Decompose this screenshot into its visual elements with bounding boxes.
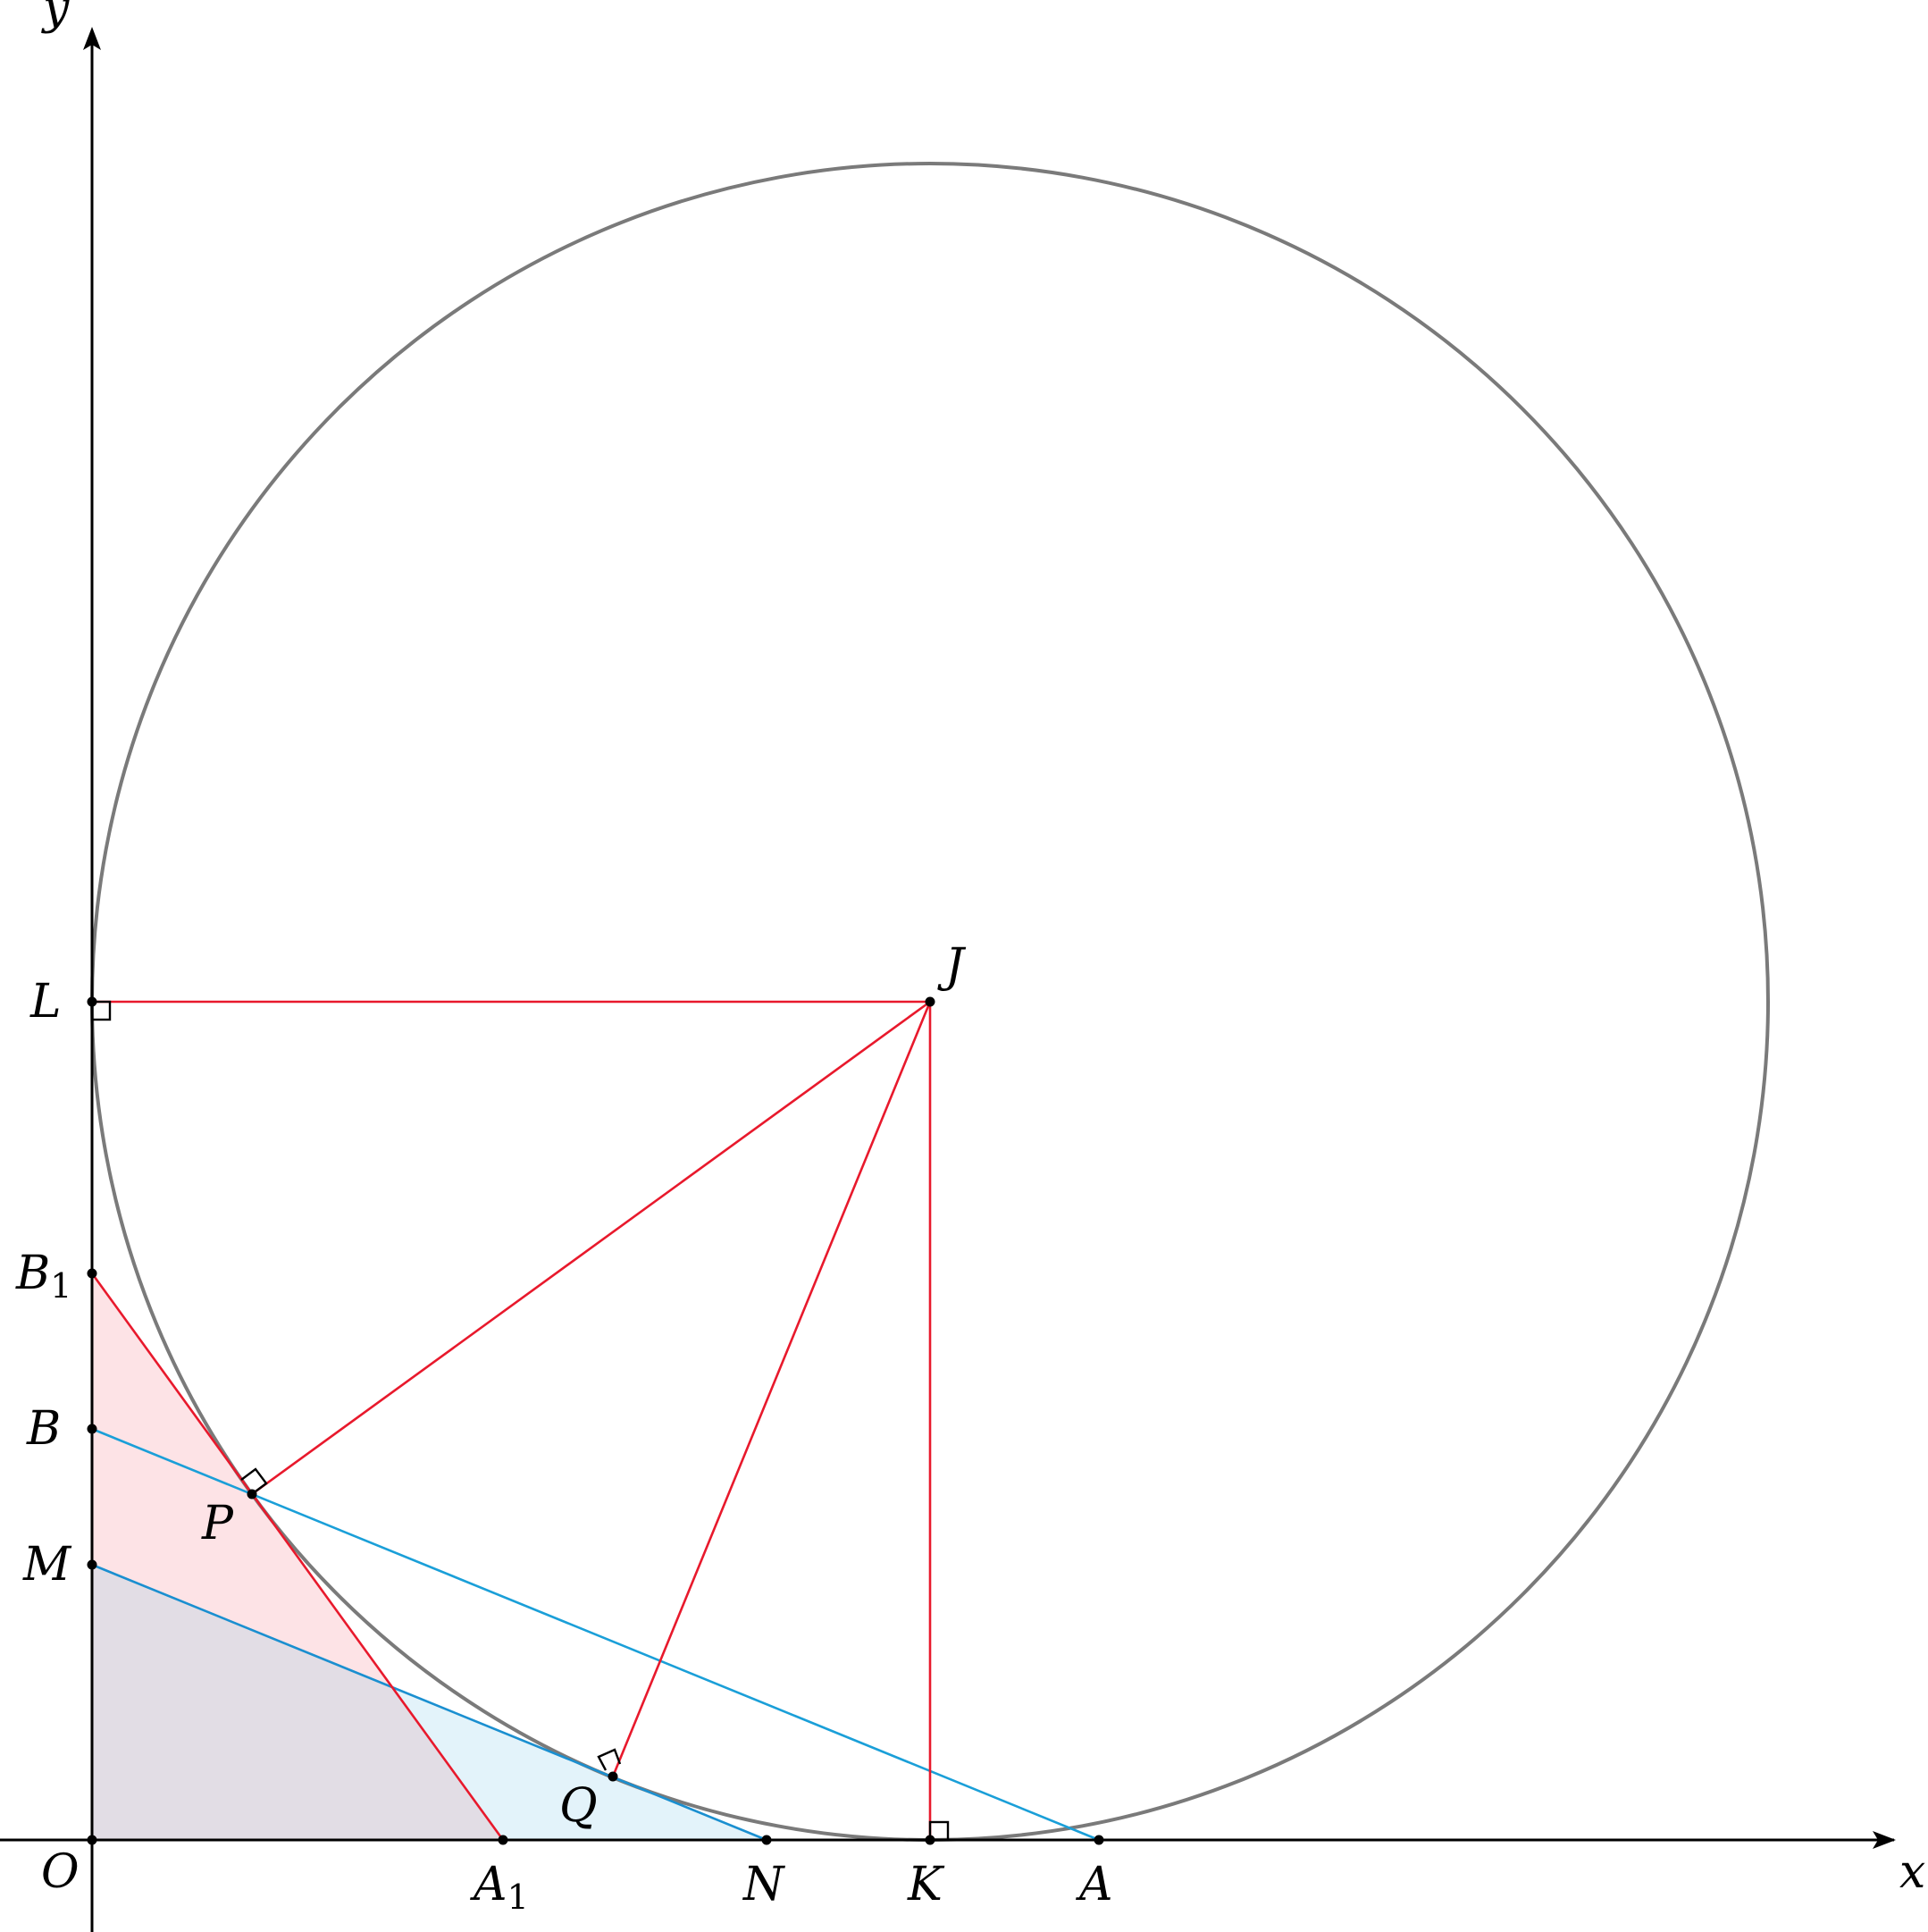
point-P — [247, 1489, 257, 1499]
overlap-region — [92, 1565, 503, 1840]
label-K: K — [907, 1858, 945, 1911]
label-M: M — [22, 1538, 72, 1592]
label-B1-subscript: 1 — [50, 1266, 71, 1306]
point-J — [925, 996, 935, 1007]
line-JP — [251, 1000, 931, 1496]
point-M — [87, 1559, 97, 1570]
point-N — [761, 1835, 772, 1845]
point-B1 — [87, 1268, 97, 1279]
label-A1: A1 — [470, 1858, 529, 1917]
label-B: B — [26, 1402, 61, 1456]
label-J: J — [937, 939, 967, 993]
line-JQ — [611, 1001, 932, 1777]
label-A: A — [1076, 1858, 1113, 1911]
right-angle-Q — [597, 1748, 622, 1771]
label-Q: Q — [559, 1779, 598, 1833]
label-P: P — [201, 1497, 234, 1550]
point-A — [1094, 1835, 1104, 1845]
x-axis-label: x — [1899, 1845, 1925, 1899]
points — [87, 996, 1104, 1845]
y-axis-arrow — [83, 27, 101, 50]
label-N: N — [742, 1858, 785, 1911]
right-angle-P — [240, 1467, 268, 1495]
point-L — [87, 996, 97, 1007]
label-O: O — [41, 1845, 80, 1899]
point-Q — [608, 1771, 618, 1782]
line-B1A1 — [90, 1273, 505, 1841]
point-O — [87, 1835, 97, 1845]
line-MN — [91, 1563, 767, 1842]
point-K — [925, 1835, 935, 1845]
label-A1-subscript: 1 — [507, 1877, 529, 1917]
x-axis-arrow — [1873, 1831, 1896, 1849]
label-B1: B1 — [15, 1247, 71, 1306]
point-B — [87, 1424, 97, 1434]
label-L: L — [29, 975, 62, 1029]
y-axis-label: y — [41, 0, 70, 35]
point-A1 — [498, 1835, 508, 1845]
label-A1-main: A — [470, 1858, 507, 1911]
label-B1-main: B — [15, 1247, 50, 1300]
